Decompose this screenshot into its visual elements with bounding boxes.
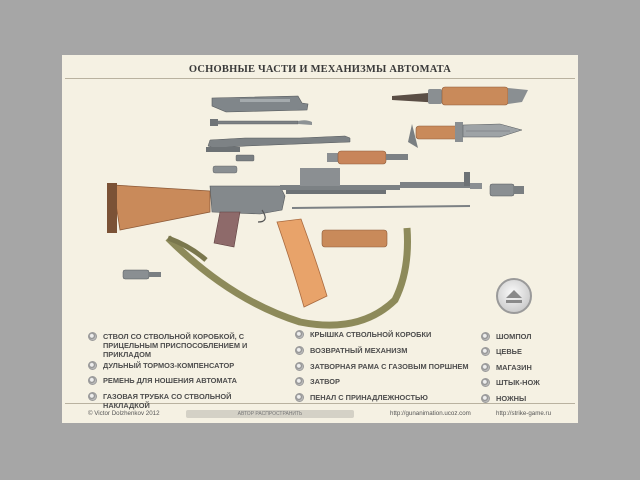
- bullet-icon: [295, 393, 304, 402]
- bullet-icon: [295, 346, 304, 355]
- bullet-icon: [481, 363, 490, 372]
- legend-item-barrel-receiver[interactable]: СТВОЛ СО СТВОЛЬНОЙ КОРОБКОЙ, С ПРИЦЕЛЬНЫ…: [88, 332, 278, 359]
- bullet-icon: [295, 377, 304, 386]
- bullet-icon: [88, 392, 97, 401]
- legend-label: ШОМПОЛ: [496, 332, 532, 341]
- legend-item-bolt[interactable]: ЗАТВОР: [295, 377, 475, 387]
- bullet-icon: [295, 362, 304, 371]
- bayonet[interactable]: [408, 122, 523, 148]
- bullet-icon: [481, 378, 490, 387]
- legend-label: ШТЫК-НОЖ: [496, 378, 540, 387]
- legend-label: СТВОЛ СО СТВОЛЬНОЙ КОРОБКОЙ, С ПРИЦЕЛЬНЫ…: [103, 332, 248, 359]
- bullet-icon: [481, 332, 490, 341]
- legend-label: РЕМЕНЬ ДЛЯ НОШЕНИЯ АВТОМАТА: [103, 376, 237, 385]
- cleaning-rod[interactable]: [291, 205, 471, 209]
- recoil-mechanism[interactable]: [210, 119, 312, 126]
- legend-item-sling[interactable]: РЕМЕНЬ ДЛЯ НОШЕНИЯ АВТОМАТА: [88, 376, 278, 386]
- legend-label: ЦЕВЬЕ: [496, 347, 522, 356]
- legend-label: НОЖНЫ: [496, 394, 527, 403]
- bolt-carrier[interactable]: [206, 135, 351, 152]
- legend-item-cleaning-rod[interactable]: ШОМПОЛ: [481, 332, 561, 342]
- receiver-cover[interactable]: [211, 95, 309, 113]
- bullet-icon: [481, 347, 490, 356]
- kit-case[interactable]: [212, 165, 238, 174]
- legend-item-receiver-cover[interactable]: КРЫШКА СТВОЛЬНОЙ КОРОБКИ: [295, 330, 475, 340]
- sling[interactable]: [165, 227, 411, 329]
- legend-label: КРЫШКА СТВОЛЬНОЙ КОРОБКИ: [310, 330, 432, 339]
- bolt[interactable]: [235, 154, 255, 162]
- legend-label: ВОЗВРАТНЫЙ МЕХАНИЗМ: [310, 346, 408, 355]
- legend-item-bolt-carrier[interactable]: ЗАТВОРНАЯ РАМА С ГАЗОВЫМ ПОРШНЕМ: [295, 362, 475, 372]
- legend-item-recoil-mechanism[interactable]: ВОЗВРАТНЫЙ МЕХАНИЗМ: [295, 346, 475, 356]
- legend-label: ГАЗОВАЯ ТРУБКА СО СТВОЛЬНОЙ НАКЛАДКОЙ: [103, 392, 232, 410]
- legend-label: МАГАЗИН: [496, 363, 532, 372]
- page-title: ОСНОВНЫЕ ЧАСТИ И МЕХАНИЗМЫ АВТОМАТА: [188, 64, 452, 75]
- muzzle-brake[interactable]: [489, 183, 524, 197]
- legend-item-muzzle-brake[interactable]: ДУЛЬНЫЙ ТОРМОЗ-КОМПЕНСАТОР: [88, 361, 278, 371]
- main-panel: ОСНОВНЫЕ ЧАСТИ И МЕХАНИЗМЫ АВТОМАТА: [62, 55, 578, 423]
- eject-button[interactable]: [496, 278, 532, 314]
- magazine[interactable]: [276, 218, 328, 308]
- handguard[interactable]: [321, 229, 388, 248]
- legend-label: ПЕНАЛ С ПРИНАДЛЕЖНОСТЬЮ: [310, 393, 428, 402]
- title-rule: [65, 78, 575, 79]
- legend-item-kit-case[interactable]: ПЕНАЛ С ПРИНАДЛЕЖНОСТЬЮ: [295, 393, 475, 403]
- footer: © Victor Dolzhenkov 2012 АВТОР РАСПРОСТР…: [82, 408, 560, 420]
- link-gunanimation[interactable]: http://gunanimation.ucoz.com: [390, 410, 471, 417]
- copyright-text: © Victor Dolzhenkov 2012: [88, 410, 160, 417]
- bullet-icon: [481, 394, 490, 403]
- legend-item-scabbard[interactable]: НОЖНЫ: [481, 394, 561, 404]
- legend-label: ЗАТВОРНАЯ РАМА С ГАЗОВЫМ ПОРШНЕМ: [310, 362, 469, 371]
- legend-item-bayonet[interactable]: ШТЫК-НОЖ: [481, 378, 561, 388]
- legend-label: ДУЛЬНЫЙ ТОРМОЗ-КОМПЕНСАТОР: [103, 361, 235, 370]
- scabbard[interactable]: [392, 86, 528, 106]
- bullet-icon: [88, 361, 97, 370]
- bullet-icon: [88, 376, 97, 385]
- gas-tube-handguard[interactable]: [327, 150, 408, 165]
- bullet-icon: [295, 330, 304, 339]
- bullet-icon: [88, 332, 97, 341]
- legend-item-handguard[interactable]: ЦЕВЬЕ: [481, 347, 561, 357]
- link-strike-game[interactable]: http://strike-game.ru: [496, 410, 552, 417]
- legend-item-gas-tube[interactable]: ГАЗОВАЯ ТРУБКА СО СТВОЛЬНОЙ НАКЛАДКОЙ: [88, 392, 278, 411]
- rifle-receiver-stock[interactable]: [107, 168, 482, 248]
- footer-rule: [65, 403, 575, 404]
- eject-icon: [506, 290, 522, 303]
- legend-label: ЗАТВОР: [310, 377, 340, 386]
- footer-author-bar[interactable]: АВТОР РАСПРОСТРАНИТЬ: [186, 410, 354, 418]
- muzzle-brake-alt[interactable]: [122, 269, 161, 280]
- legend-item-magazine[interactable]: МАГАЗИН: [481, 363, 561, 373]
